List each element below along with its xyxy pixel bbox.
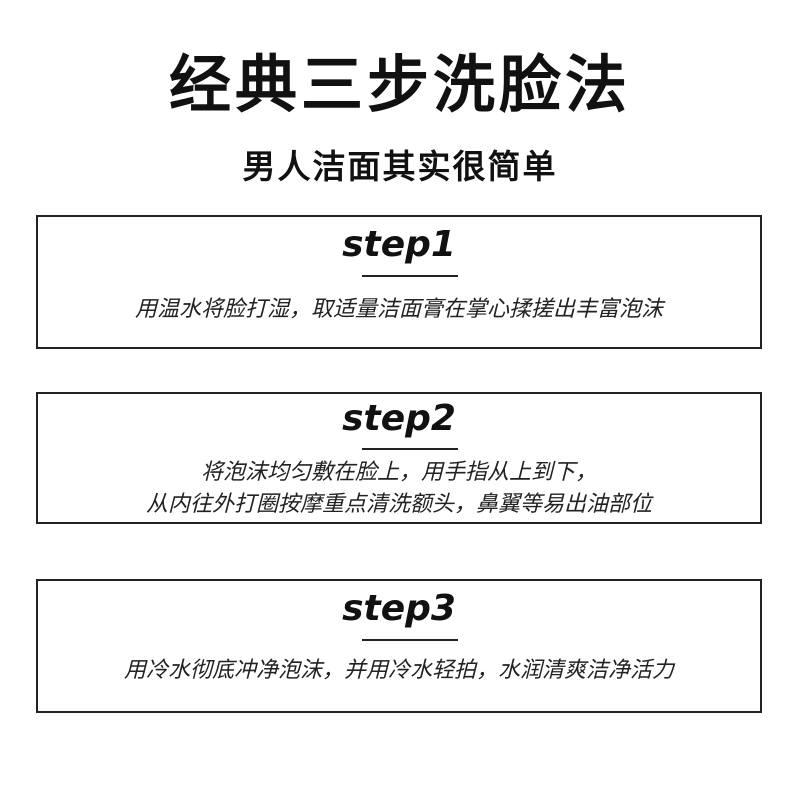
step-heading-underline bbox=[362, 448, 458, 450]
step-heading-underline bbox=[362, 275, 458, 277]
page-title: 经典三步洗脸法 bbox=[168, 48, 631, 121]
step-description-line-2: 从内往外打圈按摩重点清洗额头，鼻翼等易出油部位 bbox=[145, 492, 652, 517]
step-heading: step1 bbox=[342, 224, 456, 265]
step-description: 用冷水彻底冲净泡沫，并用冷水轻拍，水润清爽洁净活力 bbox=[123, 658, 674, 683]
step-card-3: step3 用冷水彻底冲净泡沫，并用冷水轻拍，水润清爽洁净活力 bbox=[36, 579, 762, 713]
step-card-2: step2 将泡沫均匀敷在脸上，用手指从上到下， 从内往外打圈按摩重点清洗额头，… bbox=[36, 392, 762, 524]
step-heading: step3 bbox=[342, 588, 456, 629]
step-heading: step2 bbox=[342, 398, 456, 439]
page-subtitle: 男人洁面其实很简单 bbox=[242, 147, 558, 186]
step-heading-underline bbox=[362, 639, 458, 641]
step-card-1: step1 用温水将脸打湿，取适量洁面膏在掌心揉搓出丰富泡沫 bbox=[36, 215, 762, 349]
step-description-line-1: 将泡沫均匀敷在脸上，用手指从上到下， bbox=[200, 460, 597, 485]
step-description: 用温水将脸打湿，取适量洁面膏在掌心揉搓出丰富泡沫 bbox=[134, 297, 663, 322]
